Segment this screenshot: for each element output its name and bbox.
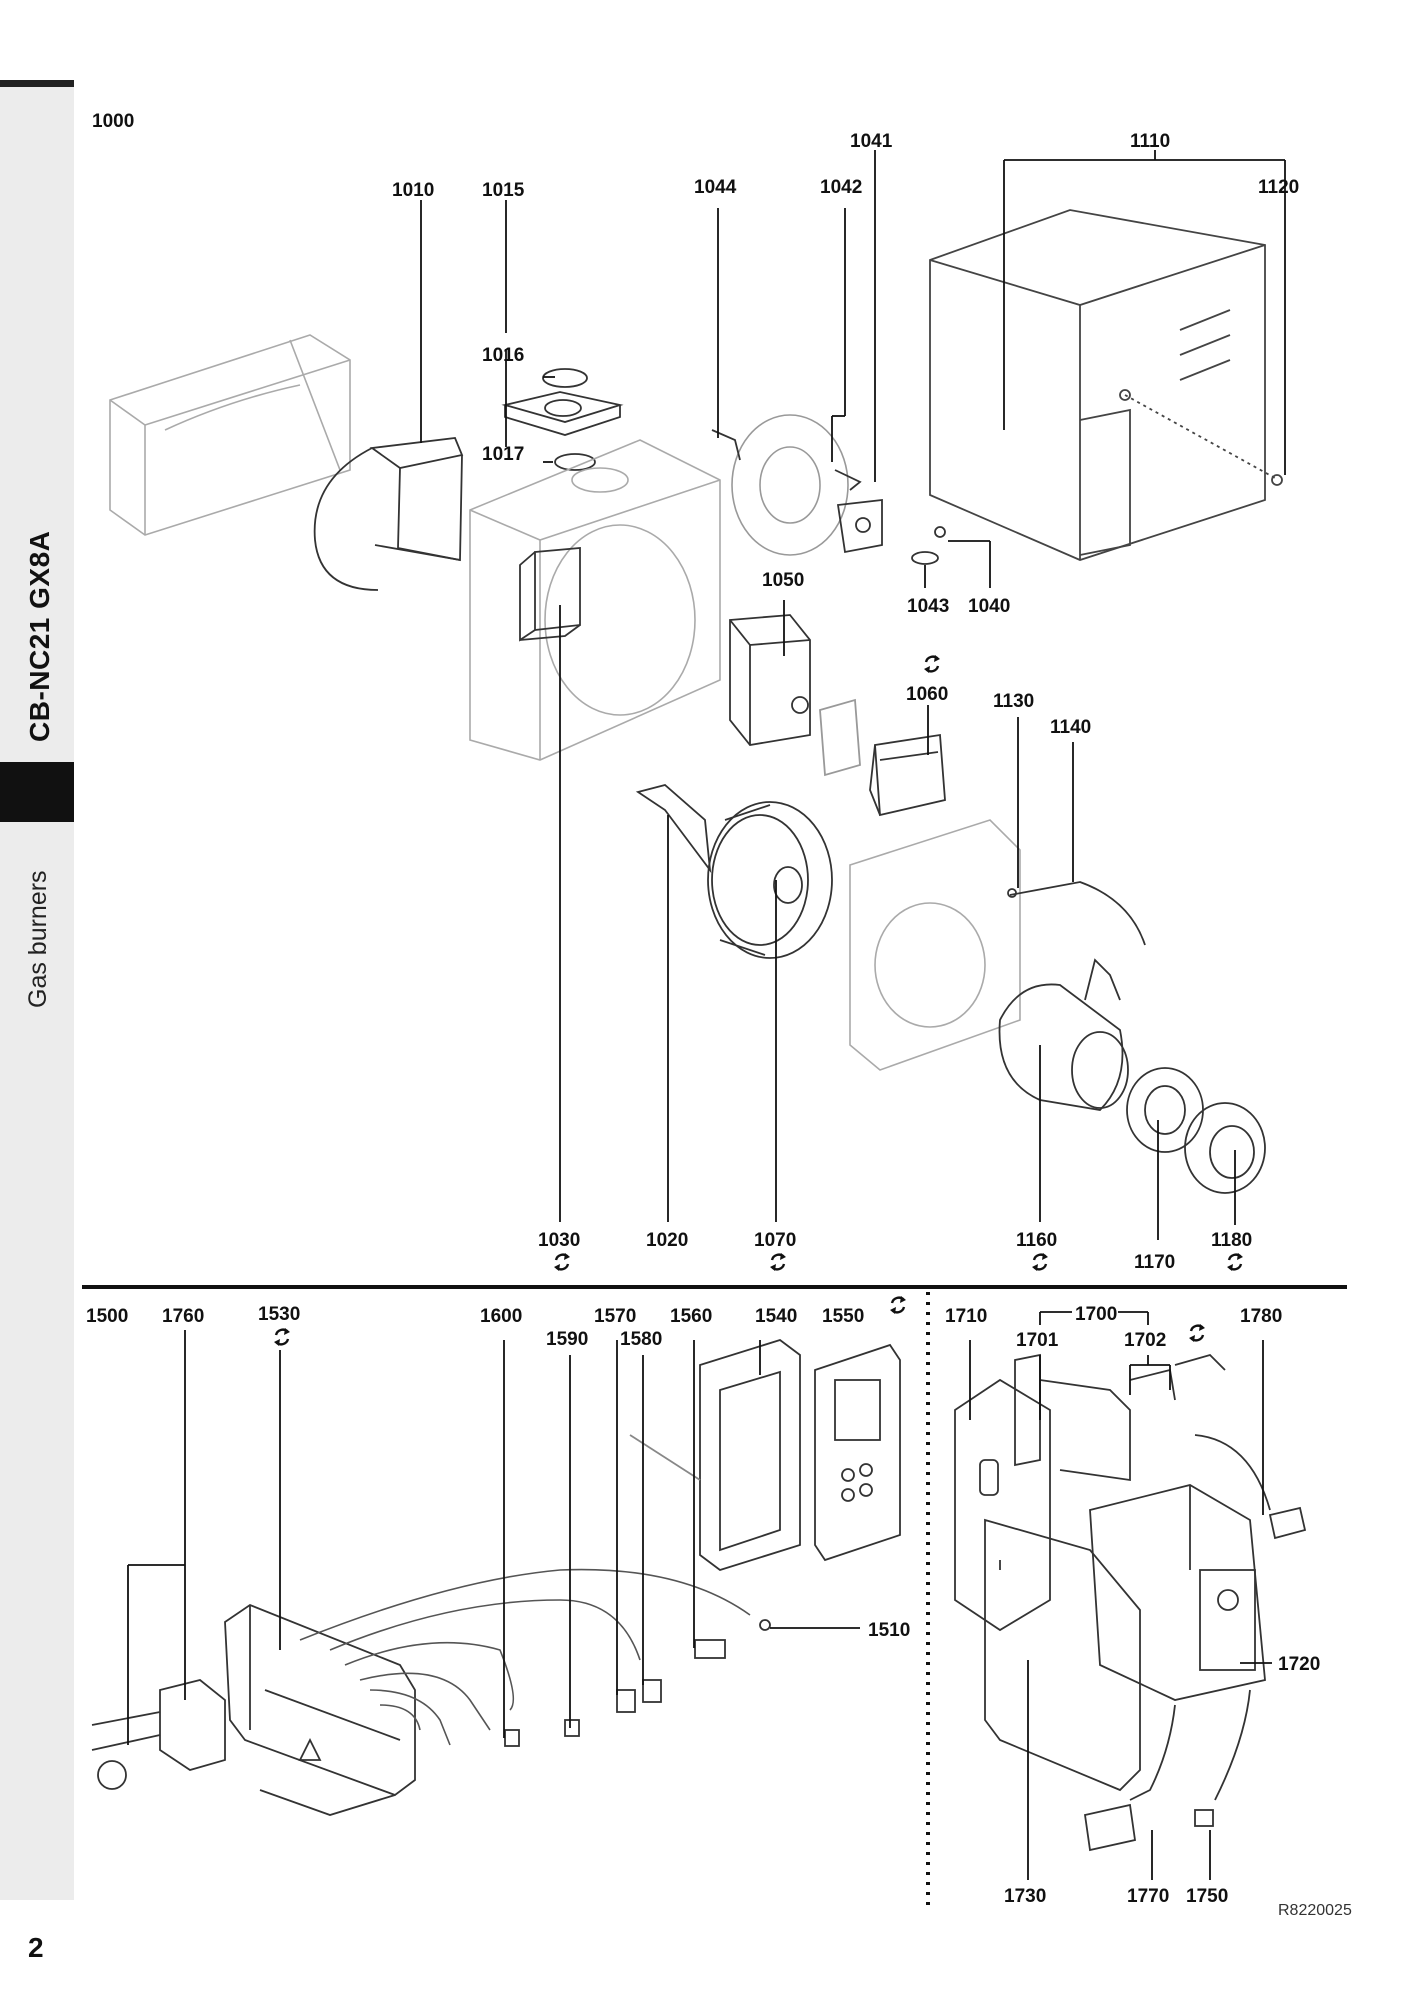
air-damper-1050-drawing bbox=[729, 614, 861, 777]
flange-1170-drawing bbox=[1126, 1067, 1204, 1153]
part-label-1700: 1700 bbox=[1075, 1304, 1117, 1325]
sidebar bbox=[0, 80, 74, 1900]
part-label-1600: 1600 bbox=[480, 1306, 522, 1327]
frequency-converter-1720-drawing bbox=[1089, 1484, 1266, 1701]
part-label-1560: 1560 bbox=[670, 1306, 712, 1327]
part-label-1540: 1540 bbox=[755, 1306, 797, 1327]
ignition-cable-1140-drawing bbox=[1007, 881, 1146, 946]
part-label-1015: 1015 bbox=[482, 180, 525, 201]
clip-1043-drawing bbox=[911, 526, 946, 565]
part-label-1044: 1044 bbox=[694, 177, 737, 198]
replacement-symbol-1030 bbox=[552, 1251, 572, 1273]
part-label-1041: 1041 bbox=[850, 131, 893, 152]
part-label-1060: 1060 bbox=[906, 684, 948, 705]
replacement-symbol-1530 bbox=[272, 1326, 292, 1348]
upper-leader-lines bbox=[420, 150, 1286, 1240]
part-label-1170: 1170 bbox=[1134, 1252, 1175, 1273]
part-label-1780: 1780 bbox=[1240, 1306, 1282, 1327]
part-label-1580: 1580 bbox=[620, 1329, 662, 1350]
bracket-1700-drawing bbox=[1014, 1353, 1226, 1482]
cable-1780-drawing bbox=[1194, 1434, 1307, 1540]
display-1550-drawing bbox=[814, 1343, 901, 1562]
drawing-reference: R8220025 bbox=[1278, 1902, 1352, 1919]
part-label-1702: 1702 bbox=[1124, 1330, 1166, 1351]
assembly-label-1000: 1000 bbox=[92, 111, 134, 132]
part-label-1530: 1530 bbox=[258, 1304, 300, 1325]
hose-fitting-1044-drawing bbox=[711, 429, 741, 461]
cables-1770-1750-drawing bbox=[1083, 1689, 1251, 1852]
part-label-1710: 1710 bbox=[945, 1306, 987, 1327]
sidebar-marker bbox=[0, 762, 74, 822]
cable-harness-drawing bbox=[299, 1568, 751, 1746]
part-label-1180: 1180 bbox=[1211, 1230, 1252, 1251]
part-label-1510: 1510 bbox=[868, 1620, 910, 1641]
part-label-1130: 1130 bbox=[993, 691, 1034, 712]
part-label-1140: 1140 bbox=[1050, 717, 1091, 738]
part-label-1043: 1043 bbox=[907, 596, 949, 617]
replacement-symbol-1160 bbox=[1030, 1251, 1050, 1273]
part-label-1020: 1020 bbox=[646, 1230, 688, 1251]
replacement-symbol-1060 bbox=[922, 653, 942, 675]
lower-right-leader-lines bbox=[969, 1311, 1272, 1880]
part-label-1590: 1590 bbox=[546, 1329, 588, 1350]
motor-1160-drawing bbox=[998, 958, 1129, 1111]
pressure-switch-1042-drawing bbox=[834, 469, 883, 554]
part-label-1730: 1730 bbox=[1004, 1886, 1046, 1907]
part-label-1760: 1760 bbox=[162, 1306, 204, 1327]
replacement-symbol-1702 bbox=[1187, 1322, 1207, 1344]
part-label-1570: 1570 bbox=[594, 1306, 636, 1327]
part-label-1110: 1110 bbox=[1130, 131, 1170, 152]
part-label-1010: 1010 bbox=[392, 180, 434, 201]
housing-cover-1010-drawing bbox=[109, 334, 351, 536]
part-label-1750: 1750 bbox=[1186, 1886, 1228, 1907]
lower-left-leader-lines bbox=[127, 1330, 860, 1745]
part-label-1017: 1017 bbox=[482, 444, 524, 465]
gas-valve-plate-1041-drawing bbox=[731, 414, 849, 556]
part-label-1550: 1550 bbox=[822, 1306, 864, 1327]
page-number: 2 bbox=[28, 1932, 44, 1963]
cover-1730-drawing bbox=[984, 1518, 1141, 1792]
air-guide-1020-drawing bbox=[635, 784, 712, 874]
part-label-1500: 1500 bbox=[86, 1306, 128, 1327]
part-label-1016: 1016 bbox=[482, 345, 524, 366]
ignition-transformer-1030-drawing bbox=[519, 547, 581, 642]
replacement-symbol-1550 bbox=[888, 1294, 908, 1316]
part-label-1040: 1040 bbox=[968, 596, 1010, 617]
gasket-plate-1015-drawing bbox=[501, 368, 624, 471]
burner-housing-drawing bbox=[469, 439, 721, 761]
fan-wheel-1070-drawing bbox=[707, 801, 833, 959]
display-bracket-1540-drawing bbox=[629, 1339, 801, 1571]
panel-1710-drawing bbox=[954, 1378, 1051, 1632]
replacement-symbol-1180 bbox=[1225, 1251, 1245, 1273]
part-label-1070: 1070 bbox=[754, 1230, 796, 1251]
cover-1110-drawing bbox=[929, 209, 1283, 561]
part-label-1160: 1160 bbox=[1016, 1230, 1057, 1251]
control-unit-1530-drawing bbox=[224, 1603, 416, 1816]
bracket-1010-drawing bbox=[313, 437, 464, 591]
cable-plugs-drawing bbox=[504, 1619, 771, 1747]
actuator-1060-drawing bbox=[869, 733, 946, 817]
sidebar-top-rule bbox=[0, 80, 74, 87]
plug-1760-drawing bbox=[91, 1679, 226, 1790]
replacement-symbol-1070 bbox=[768, 1251, 788, 1273]
part-label-1120: 1120 bbox=[1258, 177, 1299, 198]
capacitor-1180-drawing bbox=[1184, 1102, 1266, 1194]
part-label-1030: 1030 bbox=[538, 1230, 580, 1251]
part-label-1770: 1770 bbox=[1127, 1886, 1169, 1907]
motor-plate-drawing bbox=[849, 819, 1021, 1071]
part-label-1701: 1701 bbox=[1016, 1330, 1059, 1351]
part-label-1720: 1720 bbox=[1278, 1654, 1320, 1675]
part-label-1042: 1042 bbox=[820, 177, 862, 198]
part-label-1050: 1050 bbox=[762, 570, 804, 591]
